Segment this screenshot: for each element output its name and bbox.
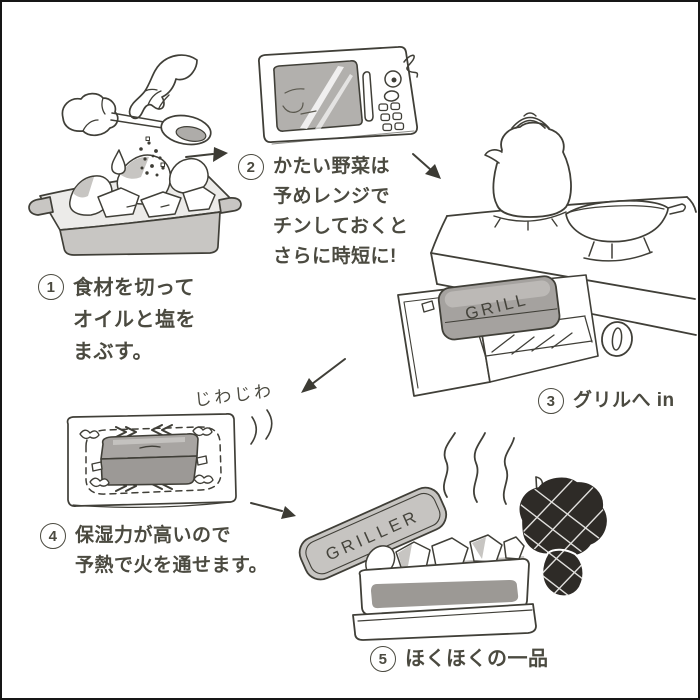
- step-2-number: 2: [238, 154, 264, 180]
- step-2-label: 2 かたい野菜は 予めレンジで チンしておくと さらに時短に!: [238, 152, 408, 272]
- step-1-line-2: オイルと塩を: [73, 309, 196, 331]
- wrapped-pan-illustration: [66, 409, 273, 508]
- step-4-label: 4 保湿力が高いので 予熱で火を通せます。: [40, 521, 268, 581]
- step-1-line-1: 食材を切って: [73, 277, 195, 299]
- step-3-text: グリルへ in: [573, 390, 675, 411]
- step-2-line-2: 予めレンジで: [273, 186, 391, 207]
- step-1-label: 1 食材を切って オイルと塩を まぶす。: [38, 272, 196, 368]
- finished-dish-illustration: GRILLER: [298, 432, 607, 641]
- microwave-handle: [362, 71, 374, 122]
- salt-specks: [139, 136, 165, 177]
- heat-retention-dashed-loop: [85, 426, 222, 495]
- step-5-number: 5: [370, 646, 396, 672]
- step1-seasoning-illustration: [28, 54, 242, 256]
- cloth-knots: [79, 426, 214, 488]
- microwave-wave-squiggle-icon: [403, 54, 419, 78]
- arrow-step1-to-step2-icon: [185, 147, 228, 162]
- grill-drawer: GRILL: [397, 274, 599, 397]
- grill-pan-in-drawer: [437, 275, 561, 341]
- covered-pan: [91, 433, 208, 486]
- step-2-line-4: さらに時短に!: [273, 246, 397, 267]
- step-4-line-2: 予熱で火を通せます。: [75, 555, 269, 576]
- stove-grill-illustration: GRILL: [397, 112, 697, 397]
- kettle-icon: [484, 112, 572, 231]
- arrow-step4-to-step5-icon: [250, 502, 296, 519]
- step-4-line-1: 保湿力が高いので: [75, 525, 232, 546]
- sprinkling-hand-icon: [128, 54, 198, 120]
- roasted-vegetables: [365, 534, 525, 577]
- oven-mitt-icon: [519, 477, 607, 598]
- flow-arrows: [185, 147, 441, 519]
- microwave-buttons: [378, 102, 405, 132]
- step-4-number: 4: [40, 523, 66, 549]
- spoon-oil: [175, 126, 207, 142]
- grill-pan-handle-left: [28, 196, 54, 216]
- microwave-oval-button: [383, 90, 400, 102]
- step-1-number: 1: [38, 274, 64, 300]
- step-3-label: 3 グリルへ in: [538, 386, 675, 416]
- pot-icon: [565, 199, 686, 262]
- spoon-hand-icon: [61, 92, 212, 146]
- steam-icon: [442, 432, 515, 505]
- arrow-step3-to-step4-icon: [301, 358, 346, 393]
- stove-knob: [601, 321, 633, 357]
- roasting-pan-band: [371, 580, 519, 609]
- roasting-pan: [352, 534, 537, 641]
- step-2-line-3: チンしておくと: [273, 216, 409, 237]
- oil-drop-icon: [111, 149, 126, 175]
- cut-vegetables: [69, 154, 216, 218]
- grill-pan-body: [59, 211, 221, 256]
- microwave-dial: [384, 70, 402, 88]
- step-2-line-1: かたい野菜は: [273, 156, 391, 177]
- step-5-label: 5 ほくほくの一品: [370, 644, 549, 674]
- microwave-window: [273, 60, 363, 132]
- heat-arcs-icon: [250, 409, 273, 445]
- arrow-step2-to-step3-icon: [412, 153, 441, 179]
- microwave-illustration: [257, 45, 419, 145]
- step-1-line-3: まぶす。: [73, 341, 153, 363]
- step-3-number: 3: [538, 388, 564, 414]
- grill-pan-handle-right: [218, 197, 242, 214]
- step-5-text: ほくほくの一品: [405, 648, 549, 670]
